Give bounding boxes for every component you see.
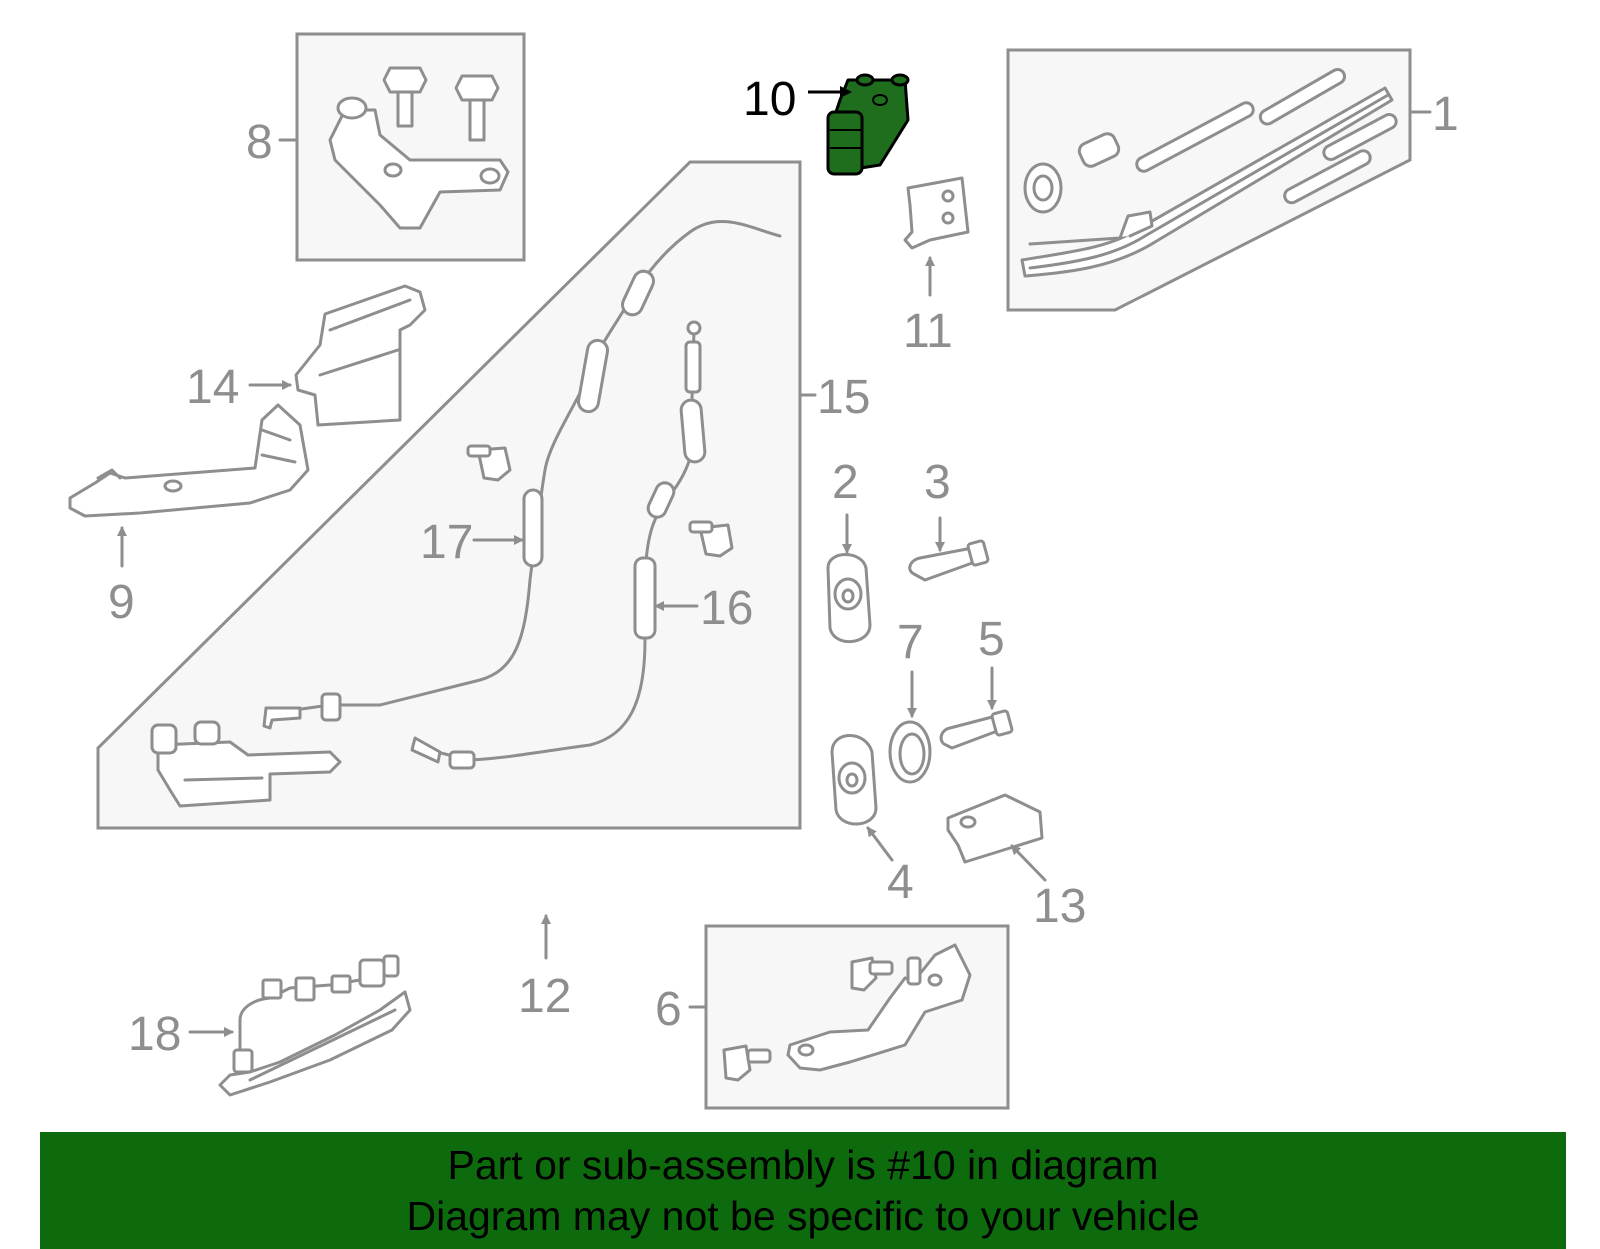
part-7-washer: 7	[888, 616, 932, 784]
part-5-bolt: 5	[939, 613, 1014, 750]
part-11-bracket: 11	[903, 176, 970, 358]
banner-line-2: Diagram may not be specific to your vehi…	[406, 1193, 1200, 1239]
callout-12: 12	[518, 970, 571, 1023]
part-1-rail-assembly: 1	[1006, 48, 1459, 312]
part-18-handle-wiring: 18	[128, 954, 412, 1097]
callout-6: 6	[655, 983, 682, 1036]
callout-3: 3	[924, 456, 951, 509]
part-3-pin: 3	[908, 456, 990, 582]
callout-13: 13	[1033, 880, 1086, 933]
part-8-bracket-assembly: 8	[246, 32, 526, 262]
callout-4: 4	[887, 856, 914, 909]
part-9-handle-bracket: 9	[68, 403, 310, 629]
callout-11: 11	[903, 305, 953, 358]
callout-7: 7	[897, 616, 924, 669]
part-13-bracket: 13	[946, 793, 1086, 933]
part-15-cable-assembly: 15 17 16	[96, 160, 870, 830]
callout-8: 8	[246, 116, 273, 169]
callout-9: 9	[108, 576, 135, 629]
callout-2: 2	[832, 456, 859, 509]
callout-17: 17	[420, 516, 473, 569]
part-4-plate: 4	[830, 734, 914, 909]
banner-line-1: Part or sub-assembly is #10 in diagram	[447, 1142, 1159, 1188]
part-6-hinge-assembly: 6	[655, 924, 1010, 1110]
parts-diagram: 1 8 10 11	[68, 32, 1459, 1110]
callout-5: 5	[978, 613, 1005, 666]
info-banner: Part or sub-assembly is #10 in diagram D…	[40, 1132, 1566, 1249]
part-12-rod: 12	[263, 845, 702, 1023]
callout-1: 1	[1432, 88, 1459, 141]
callout-16: 16	[700, 582, 753, 635]
part-10-highlighted-hinge: 10	[743, 73, 910, 176]
callout-15: 15	[817, 371, 870, 424]
callout-14: 14	[186, 361, 239, 414]
callout-10: 10	[743, 73, 796, 126]
part-14-module: 14	[186, 284, 427, 427]
callout-18: 18	[128, 1008, 181, 1061]
part-2-plate: 2	[826, 456, 872, 644]
